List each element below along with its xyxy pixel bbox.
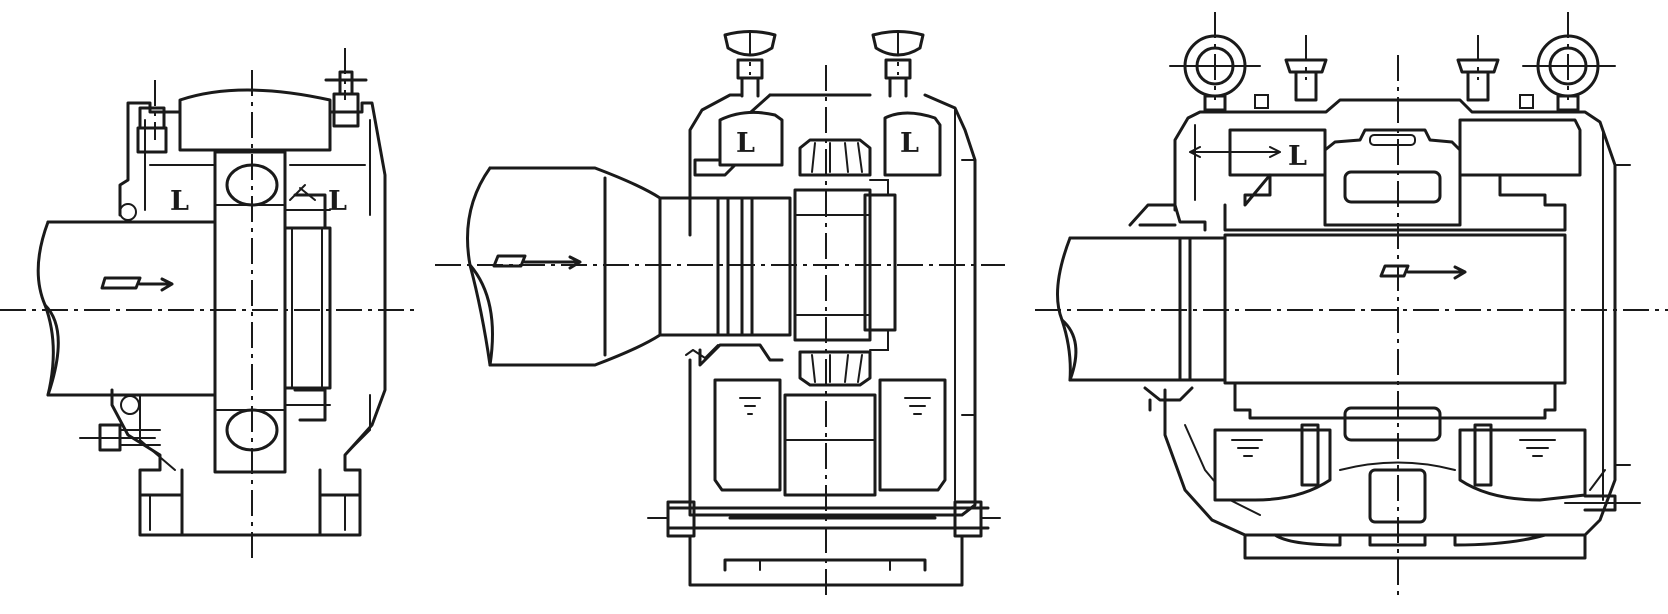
rotation-arrow	[100, 276, 174, 292]
lower-boss	[783, 393, 877, 497]
shaft	[46, 220, 217, 397]
bearing-cap	[1323, 128, 1462, 227]
oil-sump-right	[878, 378, 947, 492]
label-l: L	[1288, 141, 1307, 172]
dimension-arrow	[1189, 146, 1281, 158]
label-l-left: L	[170, 186, 189, 217]
oil-cup-left	[723, 30, 777, 98]
shaft	[1068, 236, 1227, 382]
view-sleeve-bearing: L	[1035, 12, 1668, 595]
oil-sump-left	[713, 378, 782, 492]
housing-outline	[1163, 98, 1617, 537]
label-l-right: L	[900, 128, 919, 159]
oil-cup-right	[871, 30, 925, 98]
cap-window	[1343, 170, 1442, 204]
view-ball-roller-bearing: L L	[0, 48, 420, 560]
top-cap	[178, 110, 332, 152]
oil-cap-left	[1284, 58, 1328, 102]
shaft	[488, 166, 792, 367]
base	[138, 468, 362, 537]
collar-rings	[716, 196, 754, 337]
base	[688, 534, 964, 587]
lower-shell	[1233, 381, 1557, 420]
label-l-right: L	[328, 186, 347, 217]
housing-outline	[688, 93, 977, 517]
upper-shell	[1223, 173, 1567, 232]
center-boss	[1368, 468, 1427, 524]
oil-pocket-top-right	[883, 111, 942, 177]
oil-pocket-top-right	[1458, 118, 1582, 177]
oil-pocket-top-left	[718, 110, 784, 167]
seal-gland	[1128, 203, 1207, 232]
tapered-roller-bearing	[793, 188, 872, 342]
oil-cap-right	[1456, 58, 1500, 102]
housing-outline	[110, 88, 387, 537]
roller-bearing	[283, 226, 332, 390]
view-tapered-roller-bearing: L L	[435, 30, 1005, 600]
sleeve-bearing	[1223, 233, 1567, 385]
tie-bolt	[666, 506, 990, 530]
label-l-left: L	[736, 128, 755, 159]
rotation-arrow	[1379, 264, 1467, 280]
base	[1243, 533, 1587, 560]
lower-window	[1343, 406, 1442, 442]
rotation-arrow	[492, 254, 582, 270]
